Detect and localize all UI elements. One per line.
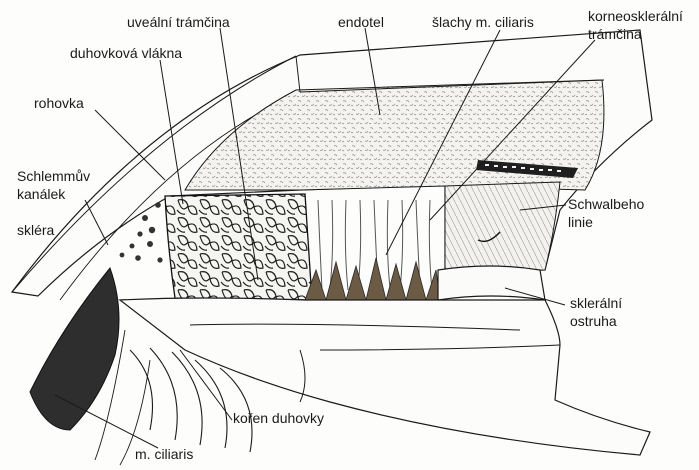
label-scleral-spur-line1: sklerální [570,295,622,312]
label-corneoscleral-line1: korneosklerální [588,8,683,25]
label-ciliary-tendons: šlachy m. ciliaris [432,14,534,31]
label-schwalbe-line2: linie [568,214,593,231]
label-schlemm-line2: kanálek [17,186,65,203]
label-uveal-trabecula: uveální trámčina [127,14,230,31]
corneoscleral-region [445,182,560,272]
label-iris-fibers: duhovková vlákna [70,45,182,62]
label-scleral-spur-line2: ostruha [570,313,617,330]
label-ciliary-muscle: m. ciliaris [135,446,193,463]
tendon-roots [305,258,440,300]
label-cornea: rohovka [34,95,84,112]
label-schlemm-line1: Schlemmův [17,168,90,185]
label-corneoscleral-line2: trámčina [588,26,642,43]
label-schwalbe-line1: Schwalbeho [568,196,644,213]
label-iris-root: kořen duhovky [233,410,324,427]
ciliary-muscle [30,268,119,430]
label-endothelium: endotel [338,14,384,31]
label-sclera: skléra [17,222,54,239]
uveal-meshwork [165,194,312,300]
